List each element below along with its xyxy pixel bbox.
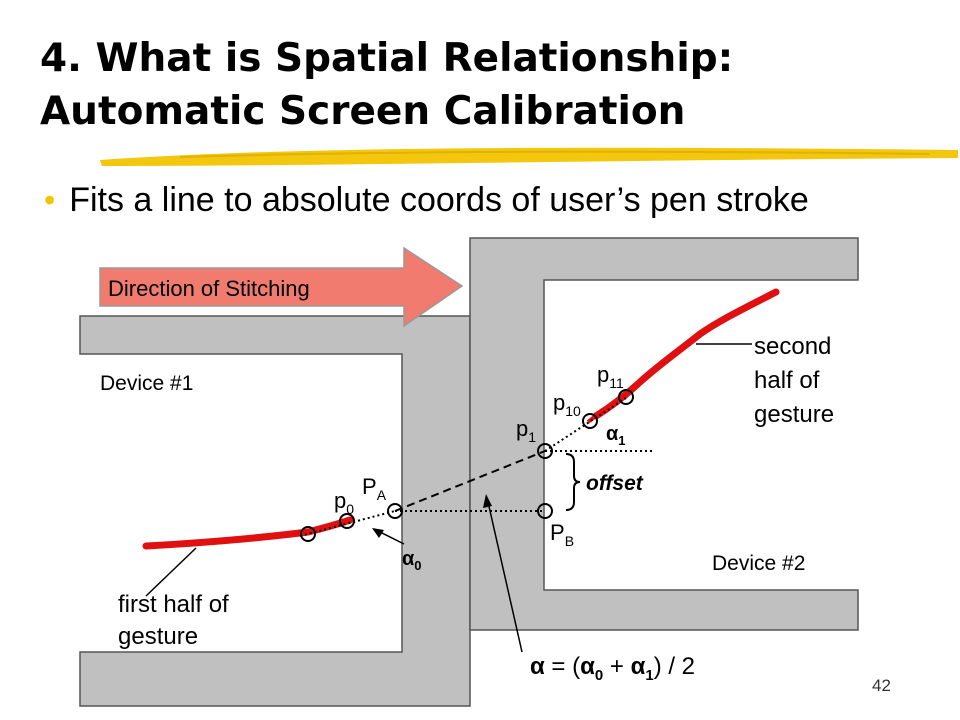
offset-brace xyxy=(565,453,581,511)
point-start xyxy=(300,526,316,542)
alpha0-pointer-head-icon xyxy=(372,528,384,538)
label-p10: p10 xyxy=(553,390,581,419)
fitted-line-second xyxy=(544,397,627,452)
device-2-label: Device #2 xyxy=(712,552,805,575)
point-p10 xyxy=(582,413,598,429)
point-pB xyxy=(537,503,553,519)
formula-pointer-head-icon xyxy=(483,494,492,508)
point-p1 xyxy=(537,443,553,459)
bullet-dot-icon: • xyxy=(44,181,56,218)
title-underline xyxy=(100,147,958,166)
first-half-gesture-stroke xyxy=(142,516,354,550)
title-line-1: 4. What is Spatial Relationship: xyxy=(40,36,734,81)
title-underline-texture xyxy=(179,150,931,158)
label-alpha1: α1 xyxy=(606,423,626,448)
formula-pointer xyxy=(487,501,523,653)
point-p11 xyxy=(618,389,634,405)
first-half-label-line1: first half of xyxy=(118,591,229,618)
first-half-pointer xyxy=(145,547,197,597)
fitted-line-first xyxy=(299,510,396,537)
point-p0 xyxy=(339,513,355,529)
label-p0: p0 xyxy=(334,488,354,517)
point-pA xyxy=(387,503,403,519)
label-alpha0: α0 xyxy=(402,548,422,573)
direction-arrow xyxy=(99,246,464,328)
second-half-gesture-stroke xyxy=(592,288,780,420)
connecting-line xyxy=(394,450,546,512)
title-line-2: Automatic Screen Calibration xyxy=(40,89,686,134)
direction-label: Direction of Stitching xyxy=(108,276,310,301)
second-half-label-line1: second xyxy=(754,333,831,360)
page-number: 42 xyxy=(872,676,891,695)
bullet-item: • Fits a line to absolute coords of user… xyxy=(44,176,809,224)
second-half-label-line2: half of xyxy=(754,367,820,394)
device-1-label: Device #1 xyxy=(100,372,193,395)
second-half-gesture-join xyxy=(586,412,600,424)
formula: α = (α0 + α1) / 2 xyxy=(530,653,695,684)
second-half-label-line3: gesture xyxy=(754,401,834,428)
offset-label: offset xyxy=(586,472,644,495)
label-pA: PA xyxy=(362,474,387,503)
slide-title: 4. What is Spatial Relationship: Automat… xyxy=(40,32,940,138)
bullet-text: Fits a line to absolute coords of user’s… xyxy=(69,180,809,219)
first-half-label-line2: gesture xyxy=(118,623,198,650)
label-pB: PB xyxy=(550,520,574,549)
label-p1: p1 xyxy=(516,416,536,445)
label-p11: p11 xyxy=(597,362,624,391)
